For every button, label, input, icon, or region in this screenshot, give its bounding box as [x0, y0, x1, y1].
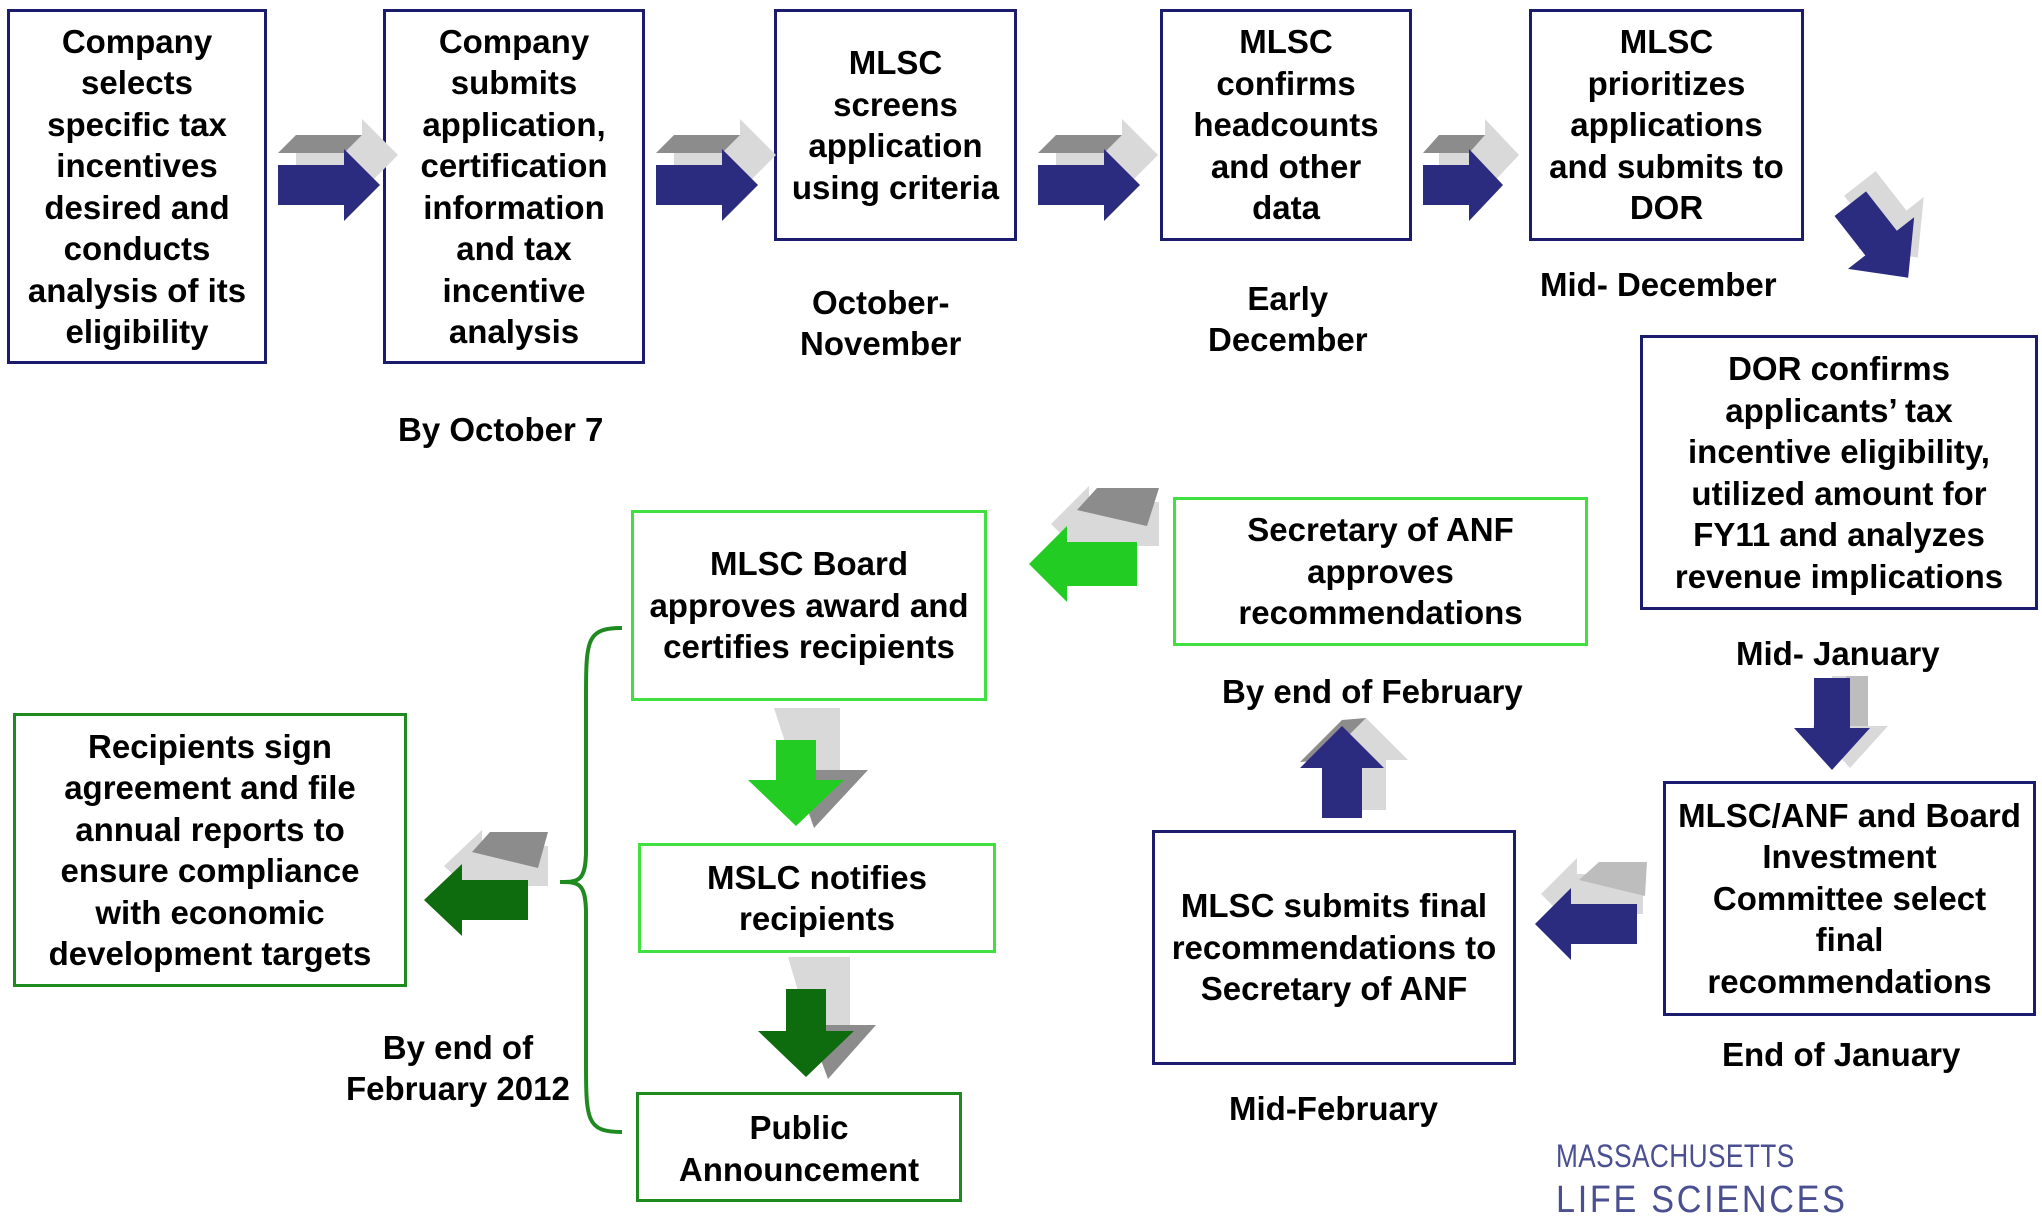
step-text: Secretary of ANF approves recommendation… [1238, 511, 1523, 632]
timing-label: Mid- January [1736, 635, 1940, 672]
arrow-right-icon [1423, 119, 1519, 221]
arrow-down-icon [1794, 676, 1888, 770]
timing-label: By end of February [1222, 673, 1523, 710]
arrow-left-icon [1535, 858, 1647, 960]
step-text: Company submits application, certificati… [420, 22, 608, 351]
timing-label: By October 7 [398, 411, 604, 448]
arrow-right-icon [1038, 119, 1158, 221]
step-company-selects: Company selects specific tax incentives … [7, 9, 267, 364]
timing-line: Early [1247, 280, 1329, 317]
step-text: MLSC confirms headcounts and other data [1193, 23, 1379, 227]
step-text: MLSC/ANF and Board Investment Committee … [1678, 796, 2021, 1000]
logo-line: MASSACHUSETTS [1556, 1138, 1795, 1174]
step-recipients-sign: Recipients sign agreement and file annua… [13, 713, 407, 987]
step-text: MLSC screens application using criteria [791, 44, 1000, 206]
step-secretary-approves: Secretary of ANF approves recommendation… [1173, 497, 1588, 646]
step-board-committee-selects: MLSC/ANF and Board Investment Committee … [1663, 781, 2036, 1016]
arrow-left-icon [424, 830, 548, 936]
step-mlsc-prioritizes: MLSC prioritizes applications and submit… [1529, 9, 1804, 241]
timing-line: November [800, 325, 962, 362]
timing-label: Early December [1208, 278, 1368, 360]
step-board-approves: MLSC Board approves award and certifies … [631, 510, 987, 701]
logo-line: LIFE SCIENCES [1556, 1179, 1848, 1221]
step-text: Recipients sign agreement and file annua… [48, 727, 372, 973]
timing-label: By end of February 2012 [346, 1027, 570, 1109]
timing-line: February 2012 [346, 1070, 570, 1107]
arrow-down-icon [758, 957, 876, 1079]
arrow-down-icon [748, 708, 868, 828]
arrow-right-icon [278, 119, 398, 221]
step-text: Company selects specific tax incentives … [27, 22, 247, 351]
step-text: DOR confirms applicants’ tax incentive e… [1674, 350, 2004, 595]
step-text: Public Announcement [678, 1109, 920, 1188]
timing-label: Mid-February [1229, 1090, 1439, 1127]
step-mlsc-screens: MLSC screens application using criteria [774, 9, 1017, 241]
timing-line: By end of [382, 1029, 534, 1066]
timing-line: October- [811, 284, 950, 321]
step-mlsc-confirms: MLSC confirms headcounts and other data [1160, 9, 1412, 241]
arrow-up-icon [1300, 718, 1408, 818]
arrow-diagonal-icon [1834, 171, 1924, 278]
mlsc-logo: MASSACHUSETTS LIFE SCIENCES [1556, 1138, 1880, 1222]
step-public-announcement: Public Announcement [636, 1092, 962, 1202]
arrow-right-icon [656, 119, 776, 221]
timing-label: Mid- December [1540, 266, 1777, 303]
step-text: MLSC Board approves award and certifies … [649, 545, 969, 666]
arrow-left-icon [1029, 486, 1159, 602]
step-dor-confirms: DOR confirms applicants’ tax incentive e… [1640, 335, 2038, 610]
step-text: MLSC submits final recommendations to Se… [1171, 887, 1497, 1008]
timing-label: October- November [800, 282, 961, 364]
group-brace [559, 626, 623, 1134]
step-company-submits: Company submits application, certificati… [383, 9, 645, 364]
step-notifies-recipients: MSLC notifies recipients [638, 843, 996, 953]
step-mlsc-submits-final: MLSC submits final recommendations to Se… [1152, 830, 1516, 1065]
timing-line: December [1208, 321, 1368, 358]
timing-label: End of January [1722, 1036, 1961, 1073]
step-text: MLSC prioritizes applications and submit… [1549, 23, 1784, 227]
step-text: MSLC notifies recipients [707, 858, 927, 938]
